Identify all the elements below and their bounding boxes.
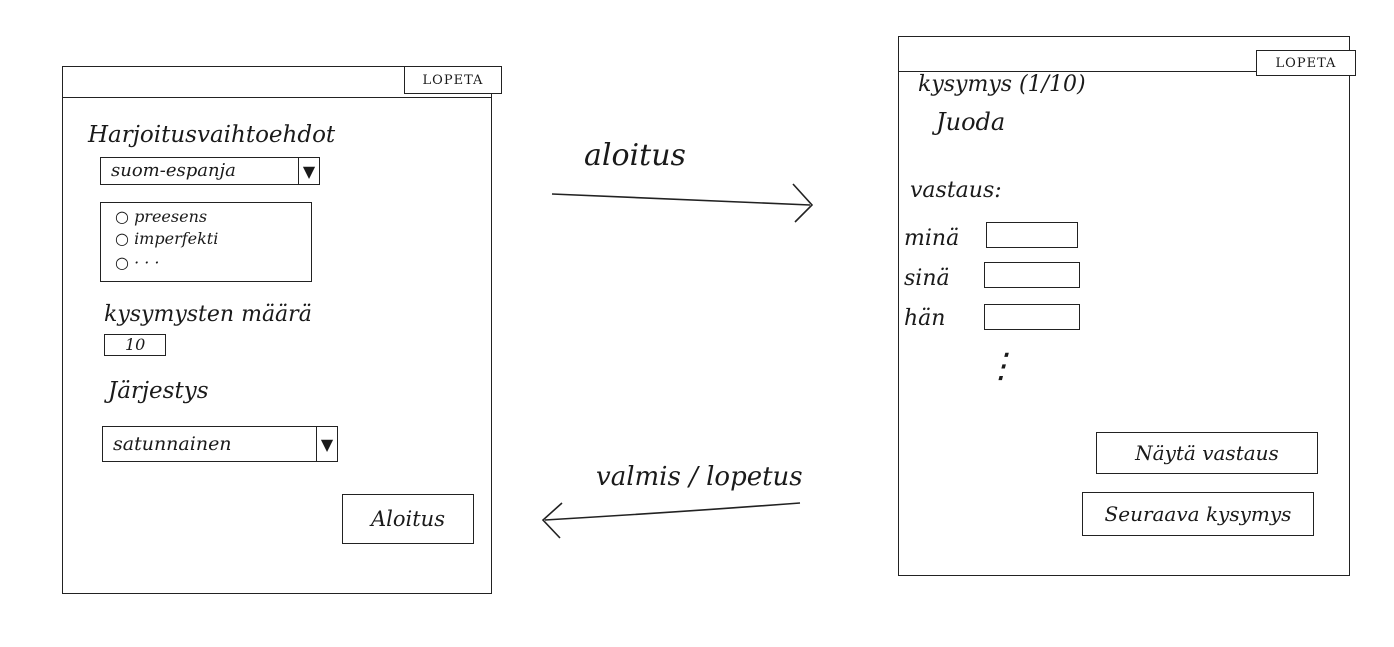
tense-option-1[interactable]: ○ imperfekti [115, 229, 218, 248]
forward-transition-label: aloitus [584, 138, 686, 173]
quiz-quit-button[interactable]: LOPETA [1256, 50, 1356, 76]
back-transition-label: valmis / lopetus [596, 462, 803, 492]
answer-label: vastaus: [910, 178, 1002, 203]
chevron-down-icon: ▼ [316, 427, 337, 461]
more-rows-indicator: ⋮ [984, 346, 1018, 386]
pronoun-label: hän [904, 306, 946, 331]
pronoun-label: minä [904, 226, 960, 251]
radio-icon: ○ [115, 253, 129, 272]
settings-screen [62, 66, 492, 594]
back-arrow [541, 502, 801, 539]
order-select[interactable]: satunnainen ▼ [102, 426, 338, 462]
tense-option-0[interactable]: ○ preesens [115, 207, 207, 226]
language-select-value: suom-espanja [111, 160, 236, 181]
question-count-label: kysymysten määrä [104, 302, 312, 327]
verb-prompt: Juoda [936, 108, 1006, 136]
question-count-input[interactable]: 10 [104, 334, 166, 356]
radio-icon: ○ [115, 207, 129, 226]
tense-option-label: · · · [134, 253, 160, 272]
answer-input-2[interactable] [984, 262, 1080, 288]
question-count-value: 10 [125, 335, 146, 354]
question-progress: kysymys (1/10) [918, 72, 1086, 97]
answer-input-1[interactable] [986, 222, 1078, 248]
next-question-button[interactable]: Seuraava kysymys [1082, 492, 1314, 536]
quiz-screen [898, 36, 1350, 576]
show-answer-button[interactable]: Näytä vastaus [1096, 432, 1318, 474]
forward-arrow [551, 183, 814, 223]
language-select[interactable]: suom-espanja ▼ [100, 157, 320, 185]
options-heading: Harjoitusvaihtoehdot [88, 122, 336, 148]
order-label: Järjestys [108, 378, 209, 404]
order-select-value: satunnainen [113, 433, 232, 455]
tense-option-label: preesens [134, 207, 208, 226]
settings-quit-button[interactable]: LOPETA [404, 66, 502, 94]
radio-icon: ○ [115, 229, 129, 248]
answer-input-3[interactable] [984, 304, 1080, 330]
pronoun-label: sinä [904, 266, 950, 291]
start-button[interactable]: Aloitus [342, 494, 474, 544]
tense-option-label: imperfekti [134, 229, 219, 248]
tense-option-2[interactable]: ○ · · · [115, 253, 160, 272]
tense-options-box: ○ preesens ○ imperfekti ○ · · · [100, 202, 312, 282]
chevron-down-icon: ▼ [298, 158, 319, 184]
